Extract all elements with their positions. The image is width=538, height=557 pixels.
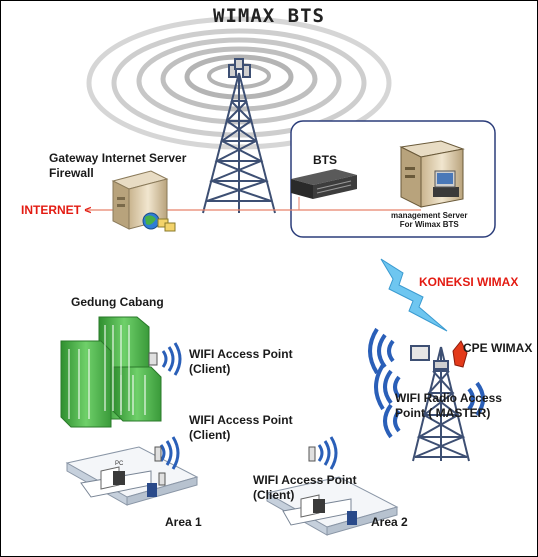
gedung-cabang-label: Gedung Cabang [71, 295, 164, 309]
radio-tower-icon [410, 345, 470, 462]
area-1-label: Area 1 [165, 515, 202, 529]
management-server-icon [399, 140, 465, 208]
bts-tower-icon [202, 58, 276, 214]
access-point-label-2: WIFI Access Point (Client) [189, 413, 293, 442]
bts-label: BTS [313, 153, 337, 167]
desk-workstation-icon [65, 436, 199, 506]
gateway-label: Gateway Internet Server Firewall [49, 151, 187, 180]
wifi-arcs-tower [368, 327, 485, 439]
access-point-label-1: WIFI Access Point (Client) [189, 347, 293, 376]
lightning-icon [380, 258, 448, 332]
bts-rack-icon [291, 169, 357, 199]
building-icon [60, 316, 162, 428]
globe-icon [142, 212, 176, 232]
cpe-antenna-icon [452, 340, 468, 368]
desk-workstation-icon-2 [265, 436, 399, 536]
pc-label: PC [115, 461, 124, 467]
cpe-wimax-label: CPE WIMAX [463, 341, 533, 355]
internet-label: INTERNET < [21, 203, 92, 217]
access-point-label-3: WIFI Access Point (Client) [253, 473, 357, 502]
management-server-label: management Server For Wimax BTS [391, 211, 468, 229]
koneksi-wimax-label: KONEKSI WIMAX [419, 275, 519, 289]
wifi-access-point-icon [148, 342, 182, 376]
radio-access-point-label: WIFI Radio Access Point ( MASTER) [395, 391, 502, 420]
page-title: WIMAX BTS [213, 5, 325, 27]
area-2-label: Area 2 [371, 515, 408, 529]
